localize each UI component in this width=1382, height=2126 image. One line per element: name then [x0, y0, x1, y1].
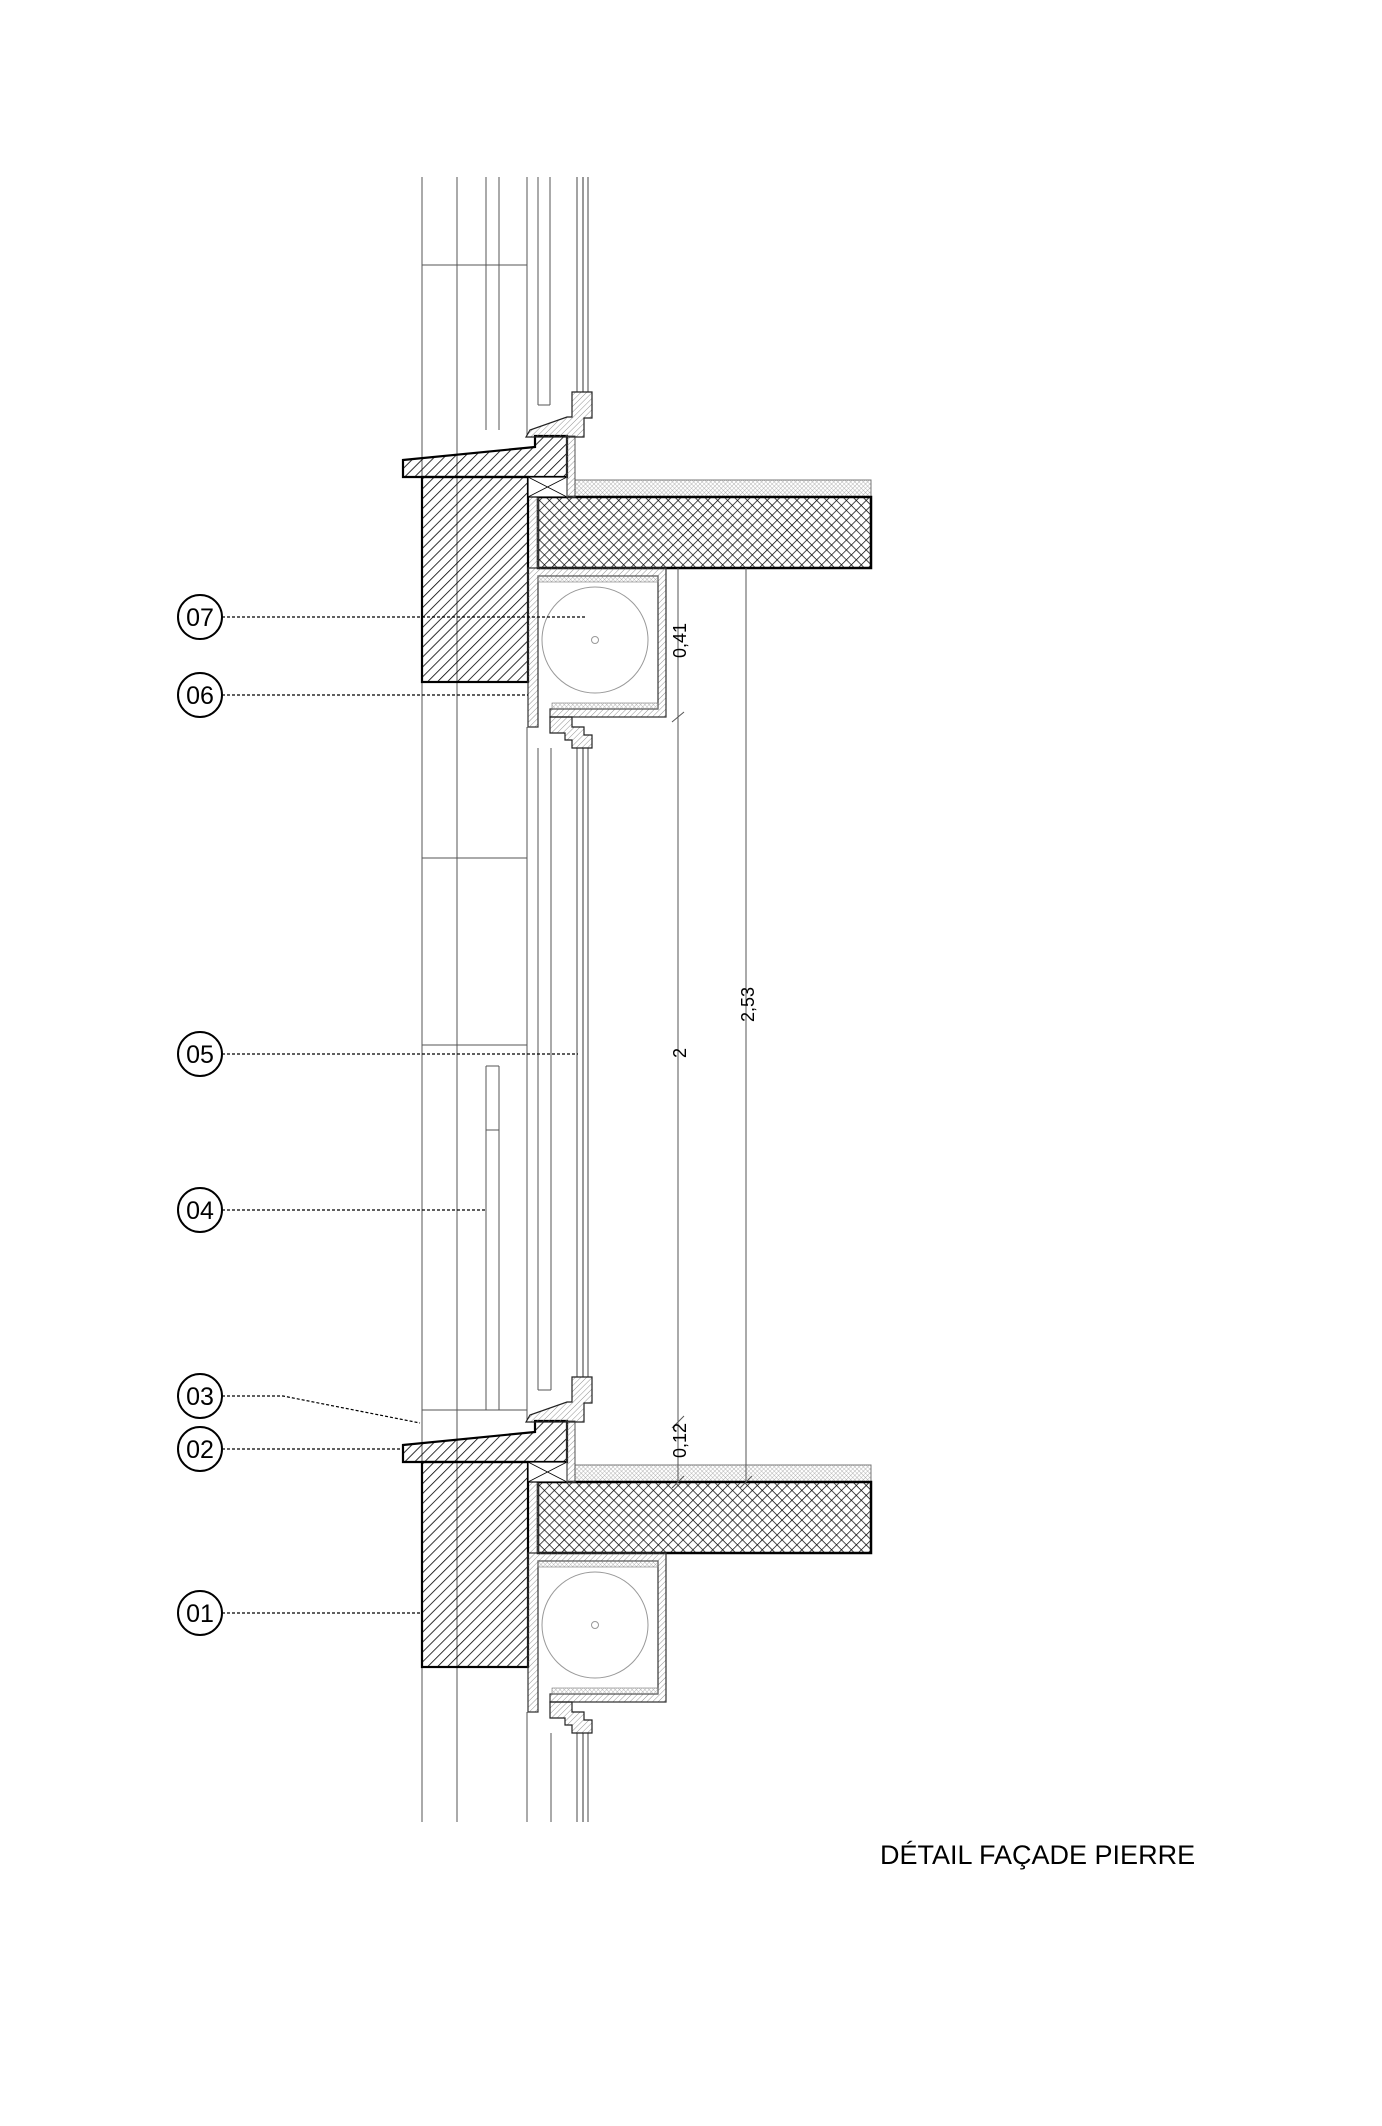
callout-label: 04 — [186, 1197, 214, 1225]
callout-02: 02 — [177, 1426, 403, 1472]
callout-05: 05 — [177, 1031, 578, 1077]
callout-label: 05 — [186, 1041, 214, 1069]
callout-01: 01 — [177, 1590, 422, 1636]
callout-06: 06 — [177, 672, 528, 718]
callout-04: 04 — [177, 1187, 486, 1233]
drawing-title: DÉTAIL FAÇADE PIERRE — [880, 1840, 1195, 1870]
dimension-box-height: 0,41 — [670, 623, 690, 658]
glazing — [576, 177, 589, 1822]
callout-label: 06 — [186, 682, 214, 710]
callout-03: 03 — [177, 1373, 421, 1424]
dimension-floor-to-floor: 2,53 — [738, 987, 758, 1022]
dimension-sill-height: 0,12 — [670, 1423, 690, 1458]
callout-07: 07 — [177, 594, 587, 640]
callout-label: 07 — [186, 604, 214, 632]
callout-label: 02 — [186, 1436, 214, 1464]
floor-assembly-lower — [401, 1375, 873, 1735]
dimension-lines — [671, 568, 753, 1489]
dimension-window-height: 2 — [670, 1048, 690, 1058]
callout-label: 01 — [186, 1600, 214, 1628]
callout-label: 03 — [186, 1383, 214, 1411]
